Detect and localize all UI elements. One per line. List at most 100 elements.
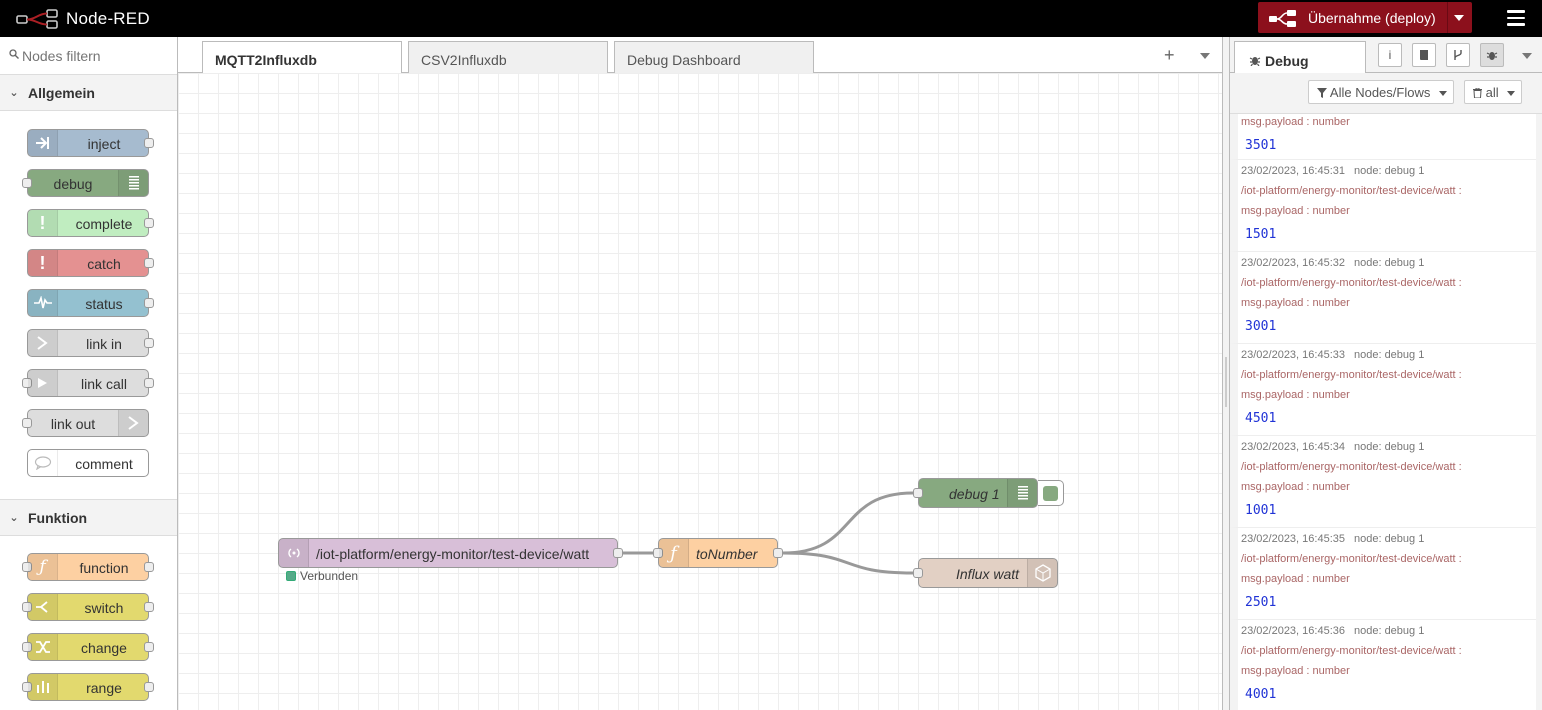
message-node[interactable]: node: debug 1 — [1353, 441, 1425, 453]
message-node[interactable]: node: debug 1 — [1353, 349, 1425, 361]
debug-message[interactable]: msg.payload : number 3501 — [1230, 114, 1536, 160]
debug-button[interactable] — [1480, 43, 1504, 67]
input-port[interactable] — [653, 548, 663, 558]
message-timestamp: 23/02/2023, 16:45:33 — [1241, 349, 1345, 361]
output-port — [144, 258, 154, 268]
mqtt-in-node[interactable]: /iot-platform/energy-monitor/test-device… — [278, 538, 623, 568]
input-port — [22, 178, 32, 188]
palette-node-complete[interactable]: ! complete — [27, 209, 154, 237]
output-port[interactable] — [773, 548, 783, 558]
input-port[interactable] — [913, 568, 923, 578]
tab-label: MQTT2Influxdb — [215, 52, 317, 68]
message-value[interactable]: 4001 — [1245, 687, 1277, 702]
tab-mqtt2influxdb[interactable]: MQTT2Influxdb — [202, 41, 402, 74]
message-value[interactable]: 1001 — [1245, 503, 1277, 518]
palette-node-range[interactable]: range — [22, 673, 154, 701]
palette-node-debug[interactable]: debug — [22, 169, 149, 197]
debug-list-icon — [118, 170, 148, 196]
message-value[interactable]: 2501 — [1245, 595, 1277, 610]
palette-node-status[interactable]: status — [27, 289, 154, 317]
palette-category-body: inject debug ! complete ! catch status — [0, 111, 177, 500]
output-port[interactable] — [613, 548, 623, 558]
node-label: /iot-platform/energy-monitor/test-device… — [316, 546, 590, 562]
filter-nodes-select[interactable]: Alle Nodes/Flows — [1308, 80, 1454, 104]
message-type: msg.payload : number — [1241, 205, 1350, 217]
node-label: change — [81, 640, 127, 656]
tab-list-caret-icon[interactable] — [1200, 53, 1210, 59]
header: Node-RED Übernahme (deploy) — [0, 0, 1542, 37]
output-port — [144, 338, 154, 348]
add-tab-button[interactable]: + — [1164, 45, 1175, 65]
palette-node-link-call[interactable]: link call — [22, 369, 154, 397]
input-port — [22, 682, 32, 692]
debug-toggle-indicator — [1043, 486, 1058, 501]
git-button[interactable] — [1446, 43, 1470, 67]
sidebar-menu-caret-icon[interactable] — [1522, 53, 1532, 59]
debug-toggle-button[interactable] — [1038, 480, 1064, 506]
info-icon: i — [1388, 48, 1392, 62]
clear-label: all — [1485, 85, 1499, 100]
tab-debug[interactable]: Debug — [1234, 41, 1366, 74]
message-node[interactable]: node: debug 1 — [1353, 625, 1425, 637]
influx-node[interactable]: Influx watt — [913, 558, 1058, 588]
deploy-menu-caret-icon[interactable] — [1454, 15, 1464, 21]
palette-search-input[interactable] — [22, 45, 172, 67]
main-menu-button[interactable] — [1500, 6, 1532, 30]
branch-icon — [1454, 50, 1462, 60]
message-list-scrollbar[interactable] — [1536, 114, 1542, 710]
palette-node-inject[interactable]: inject — [27, 129, 154, 157]
palette-node-function[interactable]: ƒ function — [22, 553, 154, 581]
palette-node-comment[interactable]: comment — [27, 449, 149, 477]
trash-icon — [1473, 87, 1482, 99]
tab-csv2influxdb[interactable]: CSV2Influxdb — [408, 41, 608, 73]
palette-category-funktion[interactable]: ⌄ Funktion — [0, 500, 177, 536]
help-button[interactable] — [1412, 43, 1436, 67]
palette-category-allgemein[interactable]: ⌄ Allgemein — [0, 75, 177, 111]
message-value[interactable]: 3001 — [1245, 319, 1277, 334]
node-label: link in — [86, 336, 122, 352]
message-node[interactable]: node: debug 1 — [1353, 257, 1425, 269]
message-value[interactable]: 3501 — [1245, 138, 1277, 153]
message-value[interactable]: 1501 — [1245, 227, 1277, 242]
debug-node[interactable]: debug 1 — [913, 478, 1038, 508]
node-label: complete — [75, 216, 133, 232]
chevron-down-icon: ⌄ — [9, 512, 19, 524]
node-label: link call — [81, 376, 127, 392]
tab-debug-dashboard[interactable]: Debug Dashboard — [614, 41, 814, 73]
node-red-logo-icon — [16, 9, 58, 29]
output-port — [144, 138, 154, 148]
palette-node-link-out[interactable]: link out — [22, 409, 149, 437]
palette-node-change[interactable]: change — [22, 633, 154, 661]
message-value[interactable]: 4501 — [1245, 411, 1277, 426]
clear-messages-button[interactable]: all — [1464, 80, 1522, 104]
function-node[interactable]: ƒ toNumber — [653, 538, 783, 568]
input-port[interactable] — [913, 488, 923, 498]
exclamation-icon: ! — [28, 250, 58, 276]
flow-canvas[interactable]: /iot-platform/energy-monitor/test-device… — [178, 73, 1222, 710]
palette-node-link-in[interactable]: link in — [27, 329, 154, 357]
output-port — [144, 218, 154, 228]
deploy-button[interactable]: Übernahme (deploy) — [1258, 2, 1472, 33]
message-type: msg.payload : number — [1241, 665, 1350, 677]
message-node[interactable]: node: debug 1 — [1353, 165, 1425, 177]
info-button[interactable]: i — [1378, 43, 1402, 67]
node-label: debug — [53, 176, 93, 192]
palette-node-switch[interactable]: switch — [22, 593, 154, 621]
message-node[interactable]: node: debug 1 — [1353, 533, 1425, 545]
sidebar-resize-handle[interactable] — [1222, 37, 1230, 710]
output-port — [144, 378, 154, 388]
app-logo: Node-RED — [16, 8, 150, 30]
category-label: Funktion — [28, 509, 88, 526]
message-type: msg.payload : number — [1241, 297, 1350, 309]
link-call-icon — [28, 370, 58, 396]
palette-node-catch[interactable]: ! catch — [27, 249, 154, 277]
